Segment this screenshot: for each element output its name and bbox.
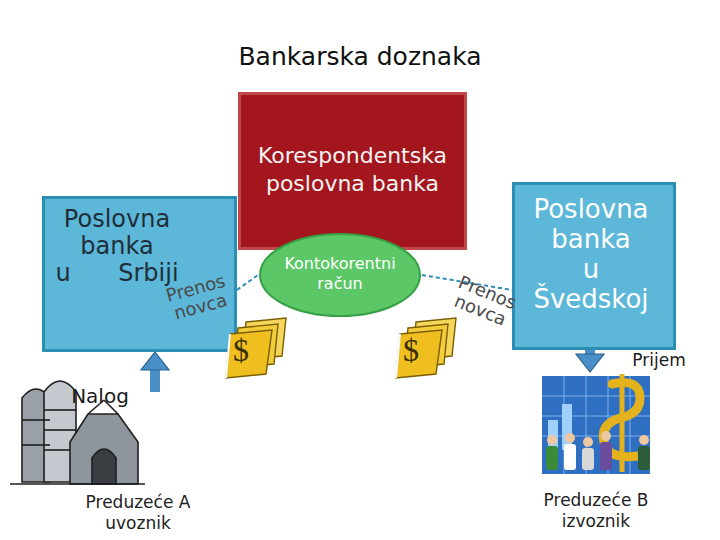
illustration-part bbox=[638, 446, 650, 470]
illustration-part bbox=[542, 436, 650, 437]
illustration-part bbox=[546, 446, 558, 470]
chart-bar bbox=[562, 404, 572, 450]
illustration-part bbox=[542, 396, 650, 397]
edge-label: Nalog bbox=[60, 384, 140, 408]
currency-symbol: $ bbox=[403, 334, 419, 366]
arrow-head bbox=[576, 354, 604, 372]
node-text: Kontokorentni račun bbox=[275, 254, 405, 294]
chart-background bbox=[542, 376, 650, 474]
ground-line bbox=[10, 483, 145, 485]
node-text: Poslovna banka u Švedskoj bbox=[524, 194, 658, 314]
arrow-head bbox=[141, 352, 169, 370]
gold-sign bbox=[620, 374, 625, 472]
illustration-part bbox=[234, 324, 278, 368]
illustration-part bbox=[564, 444, 576, 470]
edge-label: Prijem bbox=[624, 350, 694, 370]
illustration-part bbox=[582, 448, 594, 470]
ellipse-shape bbox=[260, 234, 420, 316]
illustration-part bbox=[396, 330, 442, 378]
account-ellipse: Kontokorentni račun bbox=[258, 232, 422, 318]
illustration-part bbox=[600, 442, 612, 470]
money-bills bbox=[396, 318, 456, 378]
illustration-part bbox=[547, 435, 557, 445]
business-illustration bbox=[542, 374, 650, 474]
silo-ring bbox=[22, 419, 50, 421]
illustration-part bbox=[396, 334, 400, 378]
connector-line bbox=[585, 350, 595, 354]
money-transfer-connector bbox=[237, 275, 258, 290]
illustration-part bbox=[583, 437, 593, 447]
flow-arrow bbox=[576, 350, 604, 372]
barn-door bbox=[92, 449, 116, 484]
company-node: Preduzeće A uvoznik bbox=[18, 392, 258, 538]
illustration-part bbox=[565, 433, 575, 443]
illustration-part bbox=[404, 324, 448, 368]
node-text: Preduzeće A uvoznik bbox=[73, 492, 203, 534]
flow-arrow bbox=[141, 352, 169, 392]
silo-ring bbox=[22, 444, 50, 446]
company-node: Preduzeće B izvoznik bbox=[516, 372, 676, 538]
people-figures bbox=[546, 431, 650, 470]
chart-bar bbox=[548, 420, 558, 450]
illustration-part bbox=[601, 431, 611, 441]
chart-grid bbox=[542, 376, 650, 474]
silo-ring bbox=[44, 429, 76, 431]
illustration-part bbox=[639, 435, 649, 445]
node-text: Poslovna banka u Srbiji bbox=[50, 206, 184, 287]
node-text: Korespondentska poslovna banka bbox=[248, 142, 457, 198]
bank-box: Korespondentska poslovna banka bbox=[238, 92, 467, 250]
connector-line bbox=[237, 275, 258, 290]
factory-illustration bbox=[10, 381, 145, 484]
node-text: Preduzeće B izvoznik bbox=[531, 490, 661, 532]
barn bbox=[70, 414, 138, 484]
silo-ring bbox=[44, 409, 76, 411]
connector-line bbox=[150, 370, 160, 392]
bank-box: Poslovna banka u Švedskoj bbox=[512, 182, 676, 350]
diagram-title: Bankarska doznaka bbox=[0, 42, 720, 72]
currency-symbol: $ bbox=[233, 334, 249, 366]
